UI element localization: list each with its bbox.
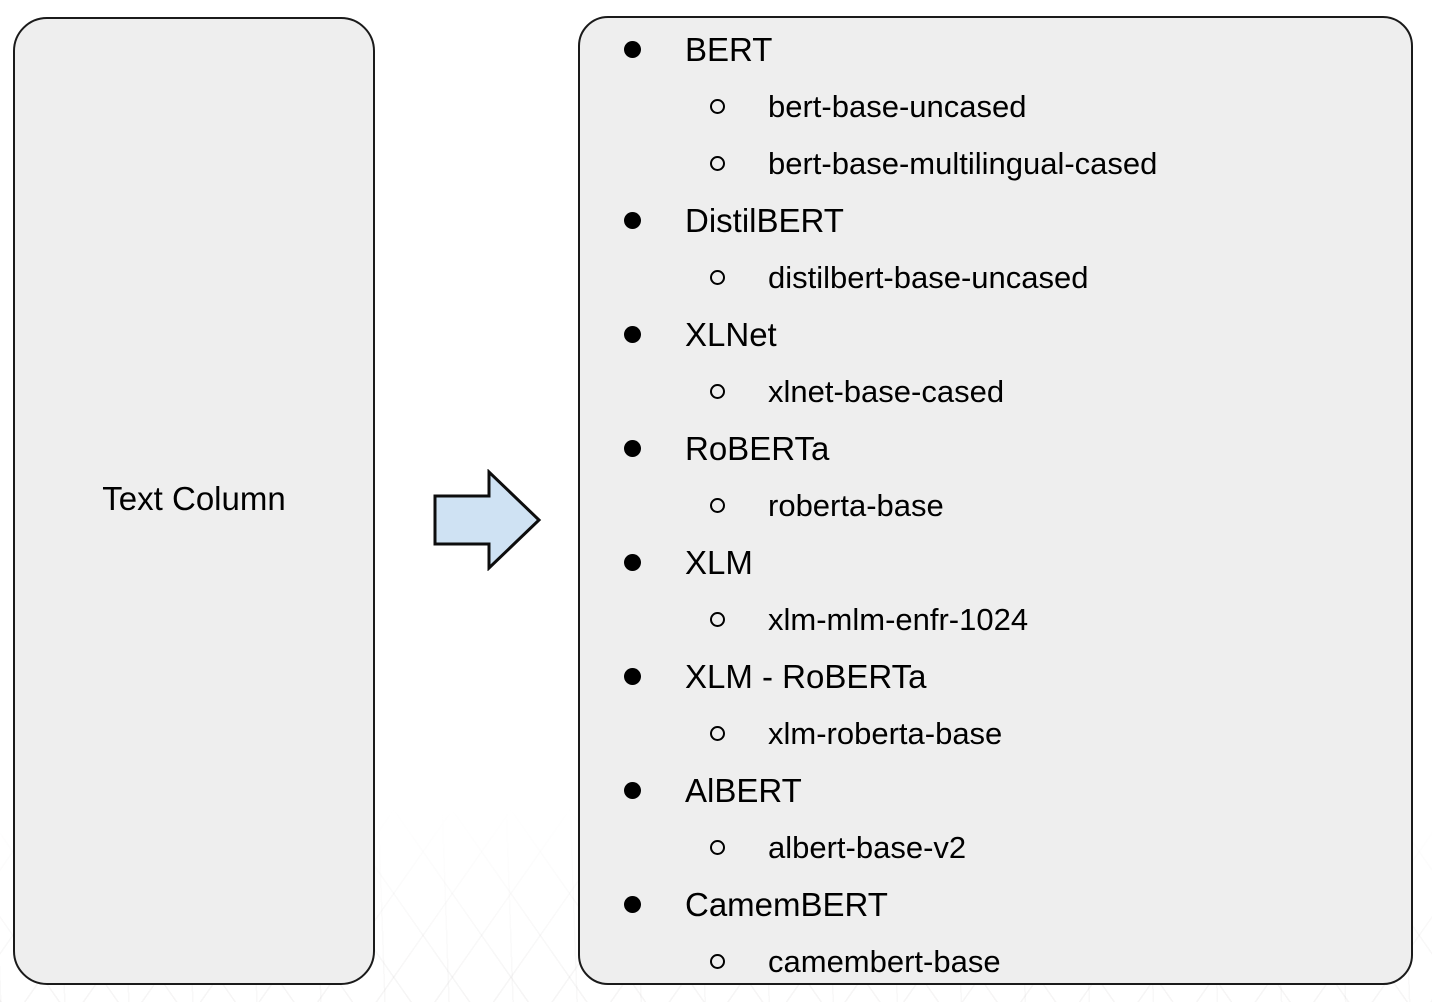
family-item: BERT <box>580 21 1411 78</box>
model-item: bert-base-uncased <box>580 78 1411 135</box>
filled-bullet-icon <box>624 41 641 58</box>
family-label: CamemBERT <box>685 885 888 923</box>
model-item: xlm-roberta-base <box>580 705 1411 762</box>
family-item: XLM <box>580 534 1411 591</box>
hollow-bullet-icon <box>710 270 725 285</box>
family-label: AlBERT <box>685 771 802 809</box>
filled-bullet-icon <box>624 554 641 571</box>
hollow-bullet-icon <box>710 840 725 855</box>
hollow-bullet-icon <box>710 498 725 513</box>
family-item: CamemBERT <box>580 876 1411 933</box>
filled-bullet-icon <box>624 212 641 229</box>
hollow-bullet-icon <box>710 156 725 171</box>
model-list: BERT bert-base-uncased bert-base-multiling… <box>580 18 1411 990</box>
family-label: XLM - RoBERTa <box>685 657 927 695</box>
family-item: XLNet <box>580 306 1411 363</box>
filled-bullet-icon <box>624 782 641 799</box>
family-label: RoBERTa <box>685 429 830 467</box>
family-label: BERT <box>685 30 773 68</box>
filled-bullet-icon <box>624 896 641 913</box>
model-label: distilbert-base-uncased <box>768 259 1089 295</box>
model-label: camembert-base <box>768 943 1001 979</box>
model-label: xlm-mlm-enfr-1024 <box>768 601 1029 637</box>
model-item: roberta-base <box>580 477 1411 534</box>
hollow-bullet-icon <box>710 726 725 741</box>
model-item: xlm-mlm-enfr-1024 <box>580 591 1411 648</box>
model-label: xlm-roberta-base <box>768 715 1003 751</box>
family-label: DistilBERT <box>685 201 844 239</box>
hollow-bullet-icon <box>710 99 725 114</box>
model-item: xlnet-base-cased <box>580 363 1411 420</box>
model-list-box: BERT bert-base-uncased bert-base-multiling… <box>578 16 1413 985</box>
family-label: XLNet <box>685 315 777 353</box>
model-item: bert-base-multilingual-cased <box>580 135 1411 192</box>
family-item: RoBERTa <box>580 420 1411 477</box>
filled-bullet-icon <box>624 668 641 685</box>
right-arrow-icon <box>433 469 542 571</box>
model-label: bert-base-multilingual-cased <box>768 145 1158 181</box>
family-label: XLM <box>685 543 753 581</box>
family-item: XLM - RoBERTa <box>580 648 1411 705</box>
hollow-bullet-icon <box>710 384 725 399</box>
text-column-box: Text Column <box>13 17 375 985</box>
filled-bullet-icon <box>624 326 641 343</box>
hollow-bullet-icon <box>710 612 725 627</box>
filled-bullet-icon <box>624 440 641 457</box>
model-item: distilbert-base-uncased <box>580 249 1411 306</box>
hollow-bullet-icon <box>710 954 725 969</box>
model-label: albert-base-v2 <box>768 829 967 865</box>
model-item: camembert-base <box>580 933 1411 990</box>
model-item: albert-base-v2 <box>580 819 1411 876</box>
model-label: roberta-base <box>768 487 944 523</box>
model-label: bert-base-uncased <box>768 88 1027 124</box>
text-column-label: Text Column <box>102 480 286 517</box>
family-item: AlBERT <box>580 762 1411 819</box>
model-label: xlnet-base-cased <box>768 373 1005 409</box>
family-item: DistilBERT <box>580 192 1411 249</box>
